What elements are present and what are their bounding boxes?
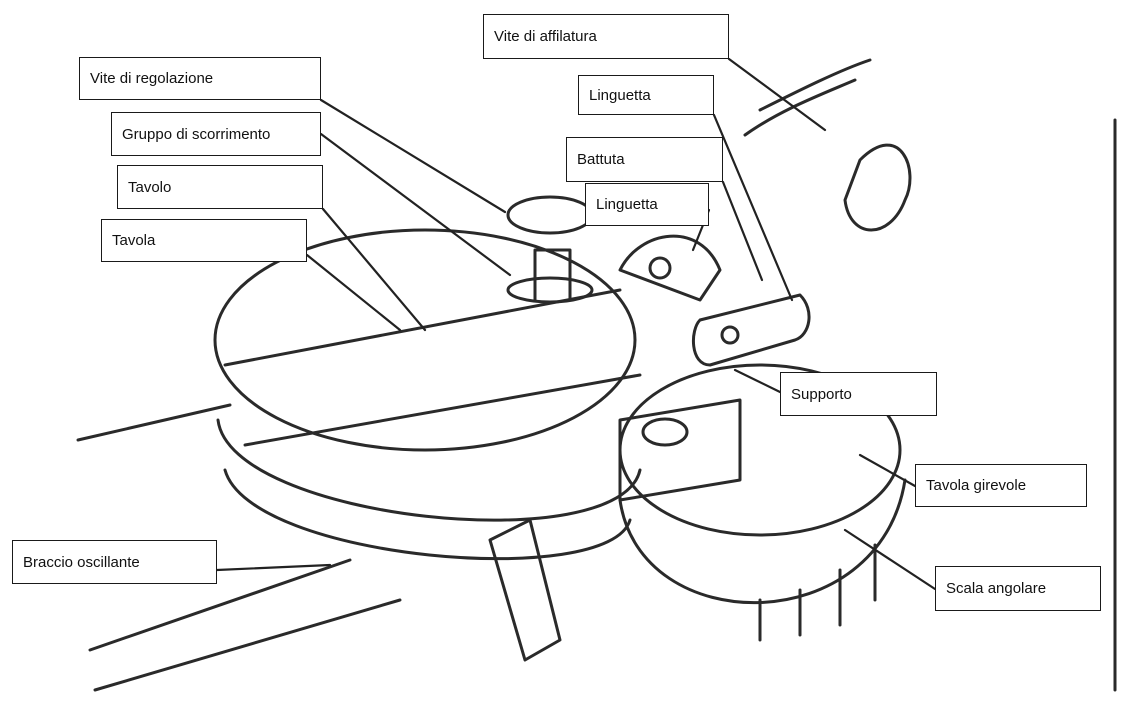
leader-vite-affilatura xyxy=(727,57,827,132)
leader-tavolo xyxy=(321,207,427,332)
callout-label: Tavolo xyxy=(128,178,172,196)
callout-label: Scala angolare xyxy=(946,580,1047,597)
callout-tavola-girevole: Tavola girevole xyxy=(915,464,1087,507)
callout-label: Battuta xyxy=(577,151,625,168)
callout-label: Vite di regolazione xyxy=(90,70,214,87)
main-table-top xyxy=(213,228,637,452)
handle-grip xyxy=(488,518,562,662)
leader-braccio xyxy=(215,563,332,572)
main-disc-rim xyxy=(223,468,632,561)
leader-gruppo xyxy=(319,132,512,277)
tab-lever-pin xyxy=(720,325,740,345)
callout-braccio-oscillante: Braccio oscillante xyxy=(12,540,217,584)
callout-tavola: Tavola xyxy=(101,219,307,262)
arm-rod xyxy=(76,403,232,442)
tab-screw xyxy=(648,256,672,280)
callout-label: Braccio oscillante xyxy=(23,553,140,571)
leader-tavola-girevole xyxy=(858,453,917,488)
leader-supporto xyxy=(733,368,782,394)
callout-label: Gruppo di scorrimento xyxy=(122,125,271,143)
leader-vite-regolazione xyxy=(319,98,507,214)
tab-lever xyxy=(691,293,811,367)
leader-linguetta-top xyxy=(712,113,794,302)
swing-arm-lines xyxy=(88,558,402,692)
callout-tavolo: Tavolo xyxy=(117,165,323,209)
callout-label: Tavola xyxy=(112,232,156,249)
adjust-screw-knob xyxy=(506,195,594,235)
leader-tavola xyxy=(305,253,402,332)
rotary-table xyxy=(618,363,902,537)
sharpen-wheel-texture xyxy=(743,58,872,137)
callout-battuta: Battuta xyxy=(566,137,723,182)
callout-vite-di-affilatura: Vite di affilatura xyxy=(483,14,729,59)
callout-label: Linguetta xyxy=(589,86,651,104)
leader-scala xyxy=(843,528,937,591)
adjust-screw-base xyxy=(506,276,594,304)
slide-hole xyxy=(641,417,689,447)
callout-label: Supporto xyxy=(791,385,852,403)
callout-gruppo-di-scorrimento: Gruppo di scorrimento xyxy=(111,112,321,156)
main-disc-lower xyxy=(216,418,642,522)
leader-battuta xyxy=(721,180,764,282)
callout-label: Linguetta xyxy=(596,196,658,213)
adjust-screw-stem xyxy=(533,248,572,302)
table-edge-line xyxy=(243,373,642,447)
callout-label: Tavola girevole xyxy=(926,477,1027,494)
grinding-wheel xyxy=(843,143,912,232)
callout-scala-angolare: Scala angolare xyxy=(935,566,1101,611)
callout-linguetta-mid: Linguetta xyxy=(585,183,709,226)
callout-vite-di-regolazione: Vite di regolazione xyxy=(79,57,321,100)
tab-plate xyxy=(618,234,722,302)
callout-supporto: Supporto xyxy=(780,372,937,416)
angle-scale-ticks xyxy=(758,543,877,642)
callout-linguetta-top: Linguetta xyxy=(578,75,714,115)
slide-block xyxy=(618,398,742,502)
callout-label: Vite di affilatura xyxy=(494,28,597,45)
